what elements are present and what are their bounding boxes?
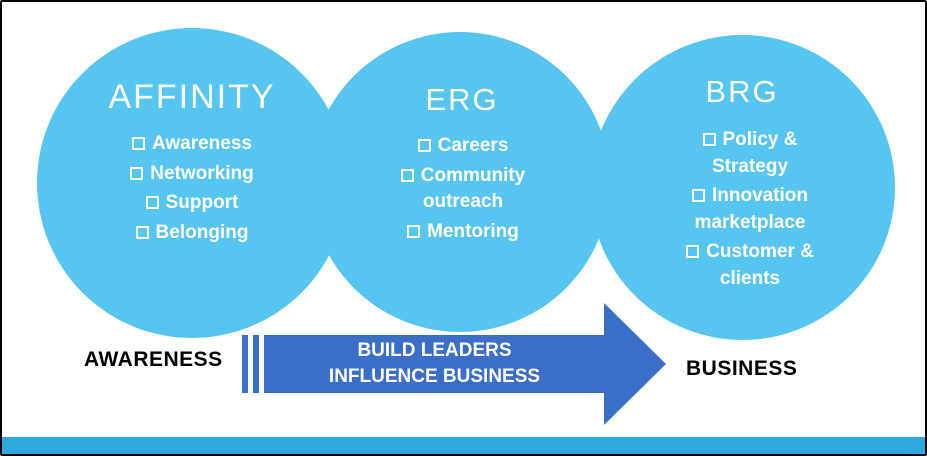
business-label: BUSINESS (686, 357, 798, 380)
checkbox-icon (417, 139, 431, 152)
checkbox-icon (400, 168, 414, 182)
checkbox-icon (686, 245, 700, 259)
list-item-label: Community outreach (420, 164, 526, 213)
list-item: Policy & Strategy (664, 127, 836, 180)
arrow-speed-line (253, 335, 259, 393)
list-item: Belonging (92, 220, 292, 247)
list-item-label: Support (165, 192, 239, 214)
list-item-label: Customer & clients (706, 241, 814, 289)
list-item-label: Mentoring (427, 220, 519, 242)
brg-circle (590, 35, 895, 340)
list-item: Networking (92, 161, 292, 188)
affinity-list: Awareness Networking Support Belonging (92, 128, 292, 249)
affinity-circle (37, 28, 347, 338)
bottom-bar (2, 437, 925, 454)
checkbox-icon (691, 189, 705, 203)
checkbox-icon (407, 224, 421, 238)
checkbox-icon (145, 196, 159, 210)
list-item-label: Belonging (155, 221, 249, 243)
arrow-speed-line (242, 335, 248, 393)
checkbox-icon (702, 133, 716, 146)
list-item-label: Networking (150, 162, 254, 184)
list-item: Customer & clients (664, 239, 836, 292)
list-item: Support (92, 190, 292, 217)
checkbox-icon (135, 225, 149, 239)
checkbox-icon (132, 137, 145, 150)
brg-list: Policy & Strategy Innovation marketplace… (664, 124, 836, 296)
arrow-text-line2: INFLUENCE BUSINESS (328, 366, 541, 387)
list-item-label: Awareness (152, 133, 252, 154)
list-item: Awareness (92, 131, 292, 158)
list-item-label: Policy & Strategy (711, 129, 798, 177)
checkbox-icon (130, 166, 144, 180)
list-item-label: Innovation marketplace (694, 185, 809, 233)
arrow-head-icon (604, 303, 666, 425)
awareness-label: AWARENESS (84, 348, 223, 371)
list-item: Careers (377, 133, 549, 160)
list-item: Innovation marketplace (664, 183, 836, 236)
list-item: Mentoring (377, 219, 549, 246)
erg-title: ERG (425, 82, 499, 117)
brg-title: BRG (705, 74, 779, 109)
arrow-text-line1: BUILD LEADERS (357, 340, 512, 362)
erg-list: Careers Community outreach Mentoring (377, 130, 549, 248)
list-item-label: Careers (437, 135, 509, 156)
affinity-title: AFFINITY (108, 78, 276, 116)
build-leaders-arrow: BUILD LEADERS INFLUENCE BUSINESS (264, 335, 605, 393)
list-item: Community outreach (377, 163, 549, 216)
erg-circle (310, 32, 610, 332)
